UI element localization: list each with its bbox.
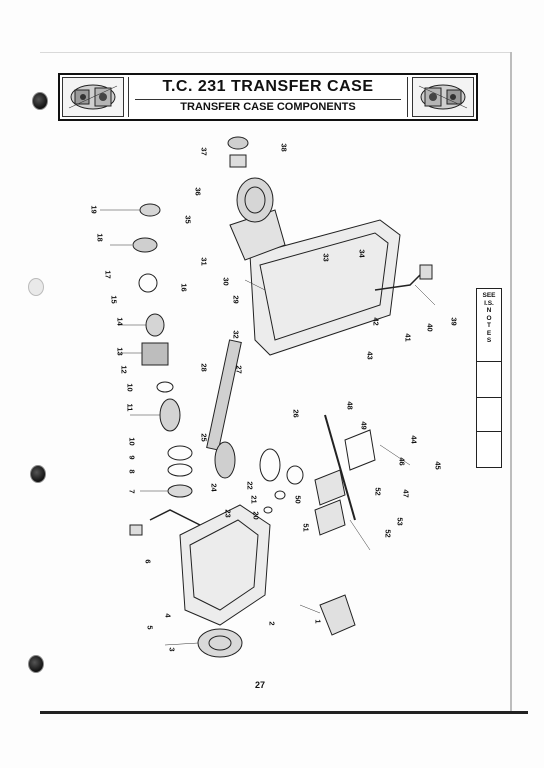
- callout-1: 1: [313, 619, 323, 624]
- binder-hole-middle: [30, 465, 46, 483]
- callout-43: 43: [365, 351, 375, 360]
- callout-22: 22: [245, 481, 255, 490]
- see-notes-label: SEE I.S. N O T E S: [477, 292, 501, 345]
- exploded-view-drawing: [100, 136, 436, 658]
- page-subtitle: TRANSFER CASE COMPONENTS: [180, 101, 356, 113]
- callout-3: 3: [167, 647, 177, 652]
- binder-hole-top: [32, 92, 48, 110]
- page-title: T.C. 231 TRANSFER CASE: [162, 78, 374, 95]
- see-notes-line-5: T: [487, 322, 491, 329]
- callout-45: 45: [433, 461, 443, 470]
- callout-27: 27: [234, 365, 244, 374]
- callout-29: 29: [231, 295, 241, 304]
- callout-52-lower: 52: [383, 529, 393, 538]
- callout-42: 42: [371, 317, 381, 326]
- callout-41: 41: [403, 333, 413, 342]
- callout-52-upper: 52: [373, 487, 383, 496]
- callout-9: 9: [127, 455, 137, 460]
- transfer-case-thumbnail-left: [62, 77, 124, 117]
- callout-16: 16: [179, 283, 189, 292]
- exploded-parts-diagram: 1 2 3 4 5 6 7 8 9 10 10 11 12 13 14 15 1…: [70, 125, 490, 670]
- callout-13: 13: [115, 347, 125, 356]
- side-tab-divider-2: [477, 397, 501, 398]
- see-notes-line-2: I.S.: [484, 299, 494, 307]
- callout-12: 12: [119, 365, 129, 374]
- callout-48: 48: [345, 401, 355, 410]
- callout-30: 30: [221, 277, 231, 286]
- callout-26: 26: [291, 409, 301, 418]
- title-divider: [135, 99, 401, 100]
- callout-10-lower: 10: [127, 437, 137, 446]
- callout-25: 25: [199, 433, 209, 442]
- callout-35: 35: [183, 215, 193, 224]
- callout-38: 38: [279, 143, 289, 152]
- page-top-edge: [40, 52, 512, 53]
- callout-19: 19: [89, 205, 99, 214]
- callout-33: 33: [321, 253, 331, 262]
- callout-47: 47: [401, 489, 411, 498]
- see-notes-line-6: E: [486, 329, 492, 337]
- callout-8: 8: [127, 469, 137, 474]
- callout-34: 34: [357, 249, 367, 258]
- callout-49: 49: [359, 421, 369, 430]
- callout-4: 4: [163, 613, 173, 618]
- callout-23: 23: [223, 509, 233, 518]
- binder-hole-upper: [28, 278, 44, 296]
- callout-6: 6: [143, 559, 153, 564]
- callout-15: 15: [109, 295, 119, 304]
- page-header: T.C. 231 TRANSFER CASE TRANSFER CASE COM…: [58, 73, 478, 121]
- callout-39: 39: [449, 317, 459, 326]
- callout-46: 46: [397, 457, 407, 466]
- callout-53: 53: [395, 517, 405, 526]
- see-notes-tab: SEE I.S. N O T E S: [476, 288, 502, 468]
- callout-17: 17: [103, 270, 113, 279]
- callout-44: 44: [409, 435, 419, 444]
- callout-32: 32: [231, 330, 241, 339]
- callout-51: 51: [301, 523, 311, 532]
- callout-31: 31: [199, 257, 209, 266]
- see-notes-line-1: SEE: [482, 292, 496, 299]
- see-notes-line-7: S: [486, 337, 492, 344]
- callout-20: 20: [251, 511, 261, 520]
- page-bottom-edge: [40, 711, 528, 714]
- callout-50: 50: [293, 495, 303, 504]
- callout-36: 36: [193, 187, 203, 196]
- callout-14: 14: [115, 317, 125, 326]
- callout-40: 40: [425, 323, 435, 332]
- callout-11: 11: [125, 403, 135, 412]
- callout-18: 18: [95, 233, 105, 242]
- callout-7: 7: [127, 489, 137, 494]
- callout-21: 21: [249, 495, 259, 504]
- side-tab-divider-3: [477, 431, 501, 432]
- callout-5: 5: [145, 625, 155, 630]
- transfer-case-thumbnail-right: [412, 77, 474, 117]
- side-tab-divider-1: [477, 361, 501, 362]
- title-box: T.C. 231 TRANSFER CASE TRANSFER CASE COM…: [128, 77, 408, 117]
- callout-10-upper: 10: [125, 383, 135, 392]
- page-right-edge: [510, 52, 512, 712]
- page-number: 27: [254, 680, 265, 690]
- see-notes-line-4: O: [486, 314, 492, 322]
- callout-2: 2: [267, 621, 277, 626]
- callout-28: 28: [199, 363, 209, 372]
- binder-hole-bottom: [28, 655, 44, 673]
- see-notes-line-3: N: [486, 307, 492, 314]
- callout-24: 24: [209, 483, 219, 492]
- callout-37: 37: [199, 147, 209, 156]
